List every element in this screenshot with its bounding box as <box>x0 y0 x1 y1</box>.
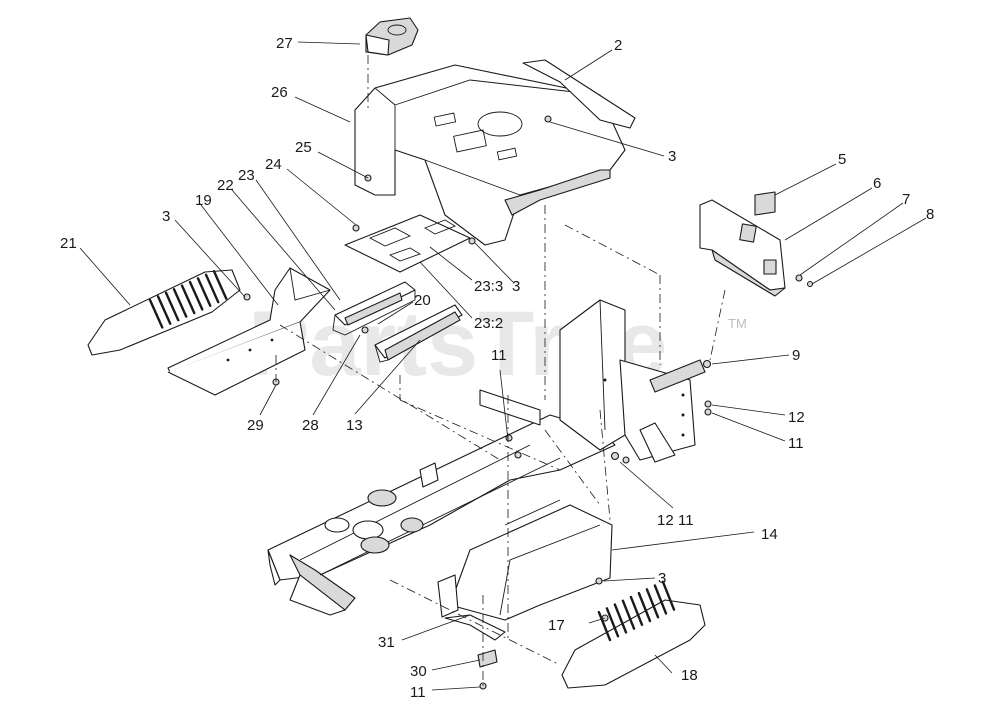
callout-11-right: 11 <box>788 435 804 452</box>
callout-12-right: 12 <box>788 409 805 426</box>
callout-3-pan: 3 <box>658 570 666 587</box>
part-27-dash-cover[interactable] <box>365 17 419 56</box>
callout-23: 23 <box>238 167 255 184</box>
callout-3-left: 3 <box>162 208 170 225</box>
leader-lines <box>79 41 927 691</box>
callout-30: 30 <box>410 663 427 680</box>
callout-23-2: 23:2 <box>474 315 503 332</box>
mat-rib <box>172 288 188 318</box>
callout-11-mid: 11 <box>678 512 694 529</box>
callout-6: 6 <box>873 175 881 192</box>
callouts: 27 2 26 3 5 6 7 8 25 24 23 22 19 3 21 23… <box>60 35 934 701</box>
mat-rib <box>156 295 172 325</box>
mat-rib <box>637 591 652 623</box>
callout-17: 17 <box>548 617 565 634</box>
rear-frame-upright[interactable] <box>479 299 706 463</box>
part-30-clip[interactable] <box>477 649 498 668</box>
callout-9: 9 <box>792 347 800 364</box>
part-14-footplate-pan[interactable] <box>449 499 613 621</box>
callout-28: 28 <box>302 417 319 434</box>
mat-rib <box>164 291 180 322</box>
callout-11-frame: 11 <box>491 347 507 364</box>
callout-12-mid: 12 <box>657 512 674 529</box>
mat-rib <box>188 280 204 311</box>
mat-rib <box>645 588 660 619</box>
mat-rib <box>196 277 212 307</box>
callout-2: 2 <box>614 37 622 54</box>
watermark-trademark: TM <box>728 316 747 331</box>
callout-19: 19 <box>195 192 212 209</box>
callout-11-bottom: 11 <box>410 684 426 701</box>
part-6-rear-panel[interactable] <box>699 199 786 297</box>
part-18-right-footrest-mat[interactable] <box>561 599 706 689</box>
mat-rib <box>661 580 676 611</box>
callout-5: 5 <box>838 151 846 168</box>
part-19-left-fender-panel[interactable] <box>167 267 331 396</box>
callout-24: 24 <box>265 156 282 173</box>
right-mat-ribs <box>597 580 676 642</box>
mat-rib <box>653 584 668 615</box>
callout-23-3: 23:3 <box>474 278 503 295</box>
callout-26: 26 <box>271 84 288 101</box>
mat-rib <box>621 599 636 630</box>
mat-rib <box>613 603 628 634</box>
mat-rib <box>204 273 220 304</box>
assembly-lines <box>275 55 726 686</box>
callout-22: 22 <box>217 177 234 194</box>
part-22-console-bracket[interactable] <box>332 281 416 336</box>
callout-14: 14 <box>761 526 778 543</box>
left-mat-ribs <box>148 270 228 329</box>
part-26-hood-body[interactable] <box>354 64 626 246</box>
part-2-decal[interactable] <box>522 59 636 129</box>
mat-rib <box>629 595 644 626</box>
mat-rib <box>605 607 620 638</box>
callout-25: 25 <box>295 139 312 156</box>
callout-20: 20 <box>414 292 431 309</box>
callout-27: 27 <box>276 35 293 52</box>
callout-13: 13 <box>346 417 363 434</box>
callout-21: 21 <box>60 235 77 252</box>
part-13-tunnel-cover[interactable] <box>374 304 463 363</box>
part-5-decal[interactable] <box>754 191 776 216</box>
callout-29: 29 <box>247 417 264 434</box>
callout-31: 31 <box>378 634 395 651</box>
part-23-plate[interactable] <box>344 214 471 273</box>
callout-3-hood: 3 <box>668 148 676 165</box>
callout-8: 8 <box>926 206 934 223</box>
mat-rib <box>212 270 228 300</box>
mat-rib <box>180 284 196 315</box>
callout-3-plate: 3 <box>512 278 520 295</box>
mat-rib <box>148 298 164 329</box>
mat-rib <box>597 610 612 642</box>
callout-18: 18 <box>681 667 698 684</box>
callout-7: 7 <box>902 191 910 208</box>
